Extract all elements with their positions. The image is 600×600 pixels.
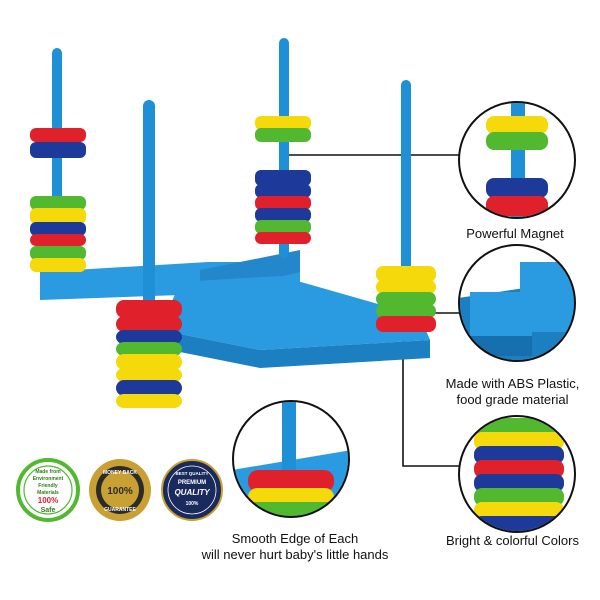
rod-front (143, 100, 155, 310)
edge-caption-line2: will never hurt baby's little hands (201, 547, 389, 562)
zoom-abs (458, 244, 576, 362)
base-front-face (160, 330, 430, 368)
money-back-bottom: GUARANTEE (104, 507, 136, 513)
right-stack (376, 266, 436, 332)
safe-badge-line3: Friendly (38, 483, 58, 489)
front-stack (116, 300, 182, 408)
abs-caption-line1: Made with ABS Plastic, (445, 376, 580, 391)
safe-badge-line5: 100% (38, 496, 58, 505)
back-middle-stack (255, 116, 311, 244)
quality-bottom: 100% (186, 501, 199, 507)
magnet-caption: Powerful Magnet (466, 226, 564, 241)
base-center (160, 276, 430, 350)
left-stack (30, 128, 86, 272)
safe-badge-line1: Made from (35, 469, 61, 475)
money-back-badge: MONEY BACK 100% GUARANTEE (89, 459, 151, 521)
safe-badge: Made from Environment Friendly Materials… (16, 458, 80, 522)
money-back-big: 100% (107, 486, 133, 497)
quality-badge: BEST QUALITY PREMIUM QUALITY 100% (161, 459, 223, 521)
line-colors (402, 323, 460, 467)
zoom-colors (458, 415, 576, 533)
zoom-magnet (458, 101, 576, 219)
edge-caption-line1: Smooth Edge of Each (231, 531, 359, 546)
quality-top: BEST QUALITY (175, 471, 208, 476)
toy-base (40, 250, 430, 368)
colors-caption: Bright & colorful Colors (446, 533, 579, 548)
zoom-edge (232, 400, 350, 518)
safe-badge-line2: Environment (33, 476, 64, 482)
money-back-top: MONEY BACK (103, 470, 137, 476)
safe-badge-line4: Materials (37, 490, 59, 496)
abs-caption-line2: food grade material (456, 392, 569, 407)
safe-badge-line6: Safe (41, 507, 56, 514)
quality-mid: PREMIUM (178, 480, 206, 486)
quality-big: QUALITY (174, 488, 210, 497)
